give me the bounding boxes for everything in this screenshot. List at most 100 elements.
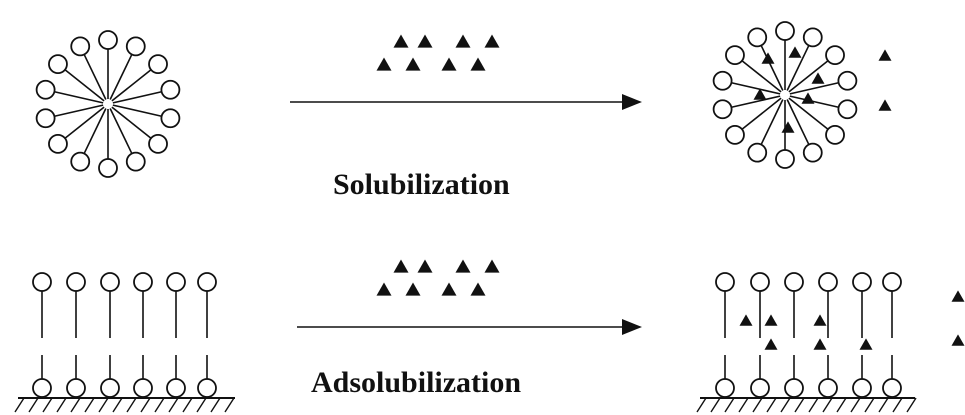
solute-triangle xyxy=(878,49,892,61)
solute-triangle xyxy=(455,259,471,273)
surfactant-head xyxy=(70,151,91,172)
surface-hatch xyxy=(154,397,165,413)
solute-triangle xyxy=(405,57,421,71)
arrow-head xyxy=(622,319,642,335)
arrow-head xyxy=(622,94,642,110)
surfactant-head xyxy=(747,27,768,48)
surfactant-head xyxy=(32,378,52,398)
surfactant-head xyxy=(784,272,804,292)
surfactant-head xyxy=(35,79,56,100)
solute-triangle xyxy=(470,57,486,71)
solute-triangle xyxy=(951,290,965,302)
admicelle-after xyxy=(696,272,965,413)
surface-hatch xyxy=(42,397,53,413)
solute-triangle xyxy=(470,282,486,296)
surface-hatch xyxy=(836,397,847,413)
surfactant-head xyxy=(750,378,770,398)
surface-hatch xyxy=(140,397,151,413)
surface-hatch xyxy=(84,397,95,413)
surfactant-head xyxy=(133,378,153,398)
solute-triangle xyxy=(801,92,815,104)
solute-triangle xyxy=(376,57,392,71)
surfactant-head xyxy=(197,378,217,398)
solute-triangle xyxy=(441,282,457,296)
surfactant-head xyxy=(818,272,838,292)
surfactant-tail xyxy=(788,60,829,93)
surface-hatch xyxy=(196,397,207,413)
surfactant-head xyxy=(133,272,153,292)
surfactant-head xyxy=(148,54,168,74)
surface-hatch xyxy=(710,397,721,413)
surfactant-head xyxy=(882,378,902,398)
solute-triangle xyxy=(811,72,825,84)
solute-group-solubilization xyxy=(376,34,500,71)
solute-triangle xyxy=(761,52,775,64)
surfactant-head xyxy=(125,151,146,172)
solute-triangle xyxy=(393,259,409,273)
surface-hatch xyxy=(766,397,777,413)
surfactant-head xyxy=(148,134,168,154)
surfactant-head xyxy=(802,27,823,48)
surface-hatch xyxy=(780,397,791,413)
surfactant-head xyxy=(98,158,118,178)
surfactant-head xyxy=(725,125,745,145)
surfactant-head xyxy=(712,99,733,120)
solute-triangle xyxy=(376,282,392,296)
surface-hatch xyxy=(822,397,833,413)
solubilization-arrow xyxy=(290,94,642,110)
surface-hatch xyxy=(738,397,749,413)
surfactant-tail xyxy=(54,90,104,104)
surfactant-tail xyxy=(83,54,107,100)
solute-triangle xyxy=(859,338,873,350)
solute-triangle xyxy=(484,259,500,273)
solute-group-adsolubilization xyxy=(376,259,500,296)
surfactant-head xyxy=(775,149,795,169)
surface-hatch xyxy=(14,397,25,413)
adsolubilization-label: Adsolubilization xyxy=(311,366,522,399)
surfactant-head xyxy=(818,378,838,398)
surfactant-tail xyxy=(741,60,782,93)
surfactant-head xyxy=(784,378,804,398)
solute-triangle xyxy=(878,99,892,111)
surface-hatch xyxy=(112,397,123,413)
solute-triangle xyxy=(455,34,471,48)
solute-triangle xyxy=(813,314,827,326)
surface-hatch xyxy=(168,397,179,413)
surfactant-head xyxy=(160,108,181,129)
surface-hatch xyxy=(98,397,109,413)
surface-hatch xyxy=(126,397,137,413)
solute-triangle xyxy=(788,46,802,58)
surface-hatch xyxy=(210,397,221,413)
solute-triangle xyxy=(764,338,778,350)
surfactant-head xyxy=(715,272,735,292)
surfactant-tail xyxy=(83,108,107,154)
solute-triangle xyxy=(484,34,500,48)
surface-hatch xyxy=(878,397,889,413)
surfactant-tail xyxy=(111,106,152,139)
surface-hatch xyxy=(724,397,735,413)
surfactant-head xyxy=(750,272,770,292)
surfactant-head xyxy=(725,45,745,65)
micelle-after xyxy=(712,21,892,169)
surfactant-head xyxy=(160,79,181,100)
solute-triangle xyxy=(417,259,433,273)
surface-hatch xyxy=(794,397,805,413)
surfactant-tail xyxy=(731,81,781,95)
surfactant-head xyxy=(825,125,845,145)
adsolubilization-arrow xyxy=(297,319,642,335)
surfactant-head xyxy=(66,272,86,292)
surfactant-head xyxy=(66,378,86,398)
surfactant-tail xyxy=(109,54,133,100)
solute-triangle xyxy=(417,34,433,48)
surface-hatch xyxy=(56,397,67,413)
surfactant-tail xyxy=(789,95,839,109)
surfactant-tail xyxy=(112,90,162,104)
surface-hatch xyxy=(224,397,235,413)
solute-triangle xyxy=(753,88,767,100)
surfactant-tail xyxy=(112,104,162,118)
surfactant-tail xyxy=(54,104,104,118)
surfactant-tail xyxy=(64,69,105,102)
surfactant-head xyxy=(48,54,68,74)
surface-hatch xyxy=(906,397,917,413)
